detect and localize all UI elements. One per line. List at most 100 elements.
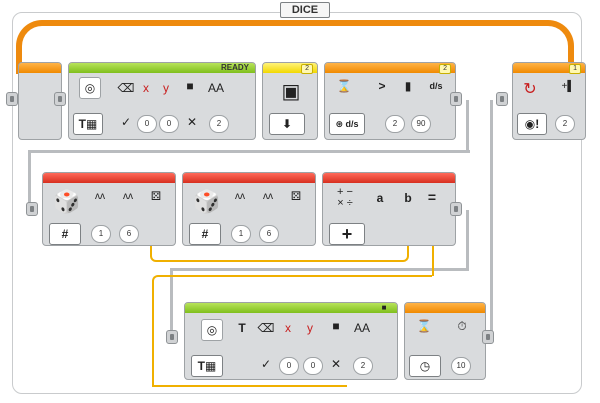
input-b-label: b (404, 191, 412, 205)
wait-time-block[interactable]: ⌛ ⏱ ◷ 10 (404, 302, 486, 380)
port-label[interactable]: 1 (569, 64, 581, 74)
block-color-bar (405, 303, 485, 313)
result-label: = (427, 189, 437, 205)
lower-bound-value[interactable]: 1 (231, 225, 251, 243)
y-coordinate-icon: y (307, 321, 313, 335)
random-block[interactable]: 🎲 ᴧᴧ ᴧᴧ ⚄ # 1 6 (42, 172, 176, 246)
x-value[interactable]: 0 (137, 115, 157, 133)
font-value[interactable]: 2 (209, 115, 229, 133)
y-coordinate-icon: y (163, 81, 169, 95)
block-color-bar (19, 63, 61, 73)
sequence-wire (490, 100, 493, 335)
data-wire (150, 246, 409, 262)
motor-reset-icon: ↻ (523, 81, 537, 98)
close-icon: ✕ (186, 115, 198, 129)
display-block[interactable]: ■ ◎ T▦ T ⌫ x y ■ AA ✓ 0 0 ✕ 2 (184, 302, 398, 380)
math-block[interactable]: + −× ÷ a b = + (322, 172, 456, 246)
dice-icon: 🎲 (193, 189, 221, 214)
sequence-connector[interactable] (482, 330, 494, 344)
sensor-mode-button[interactable]: ⊛ d/s (329, 113, 365, 135)
check-icon: ✓ (120, 115, 132, 129)
sequence-connector[interactable] (450, 202, 462, 216)
brick-button-icon: ▣ (281, 81, 301, 103)
motor-value[interactable]: 2 (555, 115, 575, 133)
unit-label: d/s (429, 81, 443, 91)
eraser-icon: ⌫ (117, 81, 135, 95)
port-label[interactable]: 2 (301, 64, 313, 74)
x-coordinate-icon: x (143, 81, 149, 95)
eraser-icon: ⌫ (257, 321, 275, 335)
block-color-bar (69, 63, 255, 73)
motor-mode-button[interactable]: ◉! (517, 113, 547, 135)
port-label[interactable]: 2 (439, 64, 451, 74)
threshold-value[interactable]: 90 (411, 115, 431, 133)
data-wire (152, 275, 432, 387)
lower-bound-icon: ᴧᴧ (95, 191, 105, 202)
add-mode-button[interactable]: + (329, 223, 365, 245)
math-operations-icon: + −× ÷ (337, 186, 353, 209)
text-grid-mode-button[interactable]: T▦ (73, 113, 103, 135)
time-mode-button[interactable]: ◷ (409, 355, 441, 377)
block-color-bar (185, 303, 397, 313)
sequence-wire (28, 150, 470, 153)
numeric-mode-button[interactable]: # (189, 223, 221, 245)
upper-bound-value[interactable]: 6 (259, 225, 279, 243)
sequence-connector[interactable] (26, 202, 38, 216)
display-block[interactable]: READY ◎ T▦ ⌫ x y ■ AA ✓ 0 0 ✕ 2 (68, 62, 256, 140)
sequence-connector[interactable] (450, 92, 462, 106)
sequence-connector[interactable] (54, 92, 66, 106)
upper-bound-value[interactable]: 6 (119, 225, 139, 243)
seconds-value[interactable]: 10 (451, 357, 471, 375)
text-grid-mode-button[interactable]: T▦ (191, 355, 223, 377)
y-value[interactable]: 0 (303, 357, 323, 375)
sensor-icon: ▮ (404, 79, 412, 93)
sequence-wire (170, 268, 469, 271)
sequence-wire (466, 100, 469, 152)
sequence-wire (170, 268, 173, 333)
sequence-wire (466, 210, 469, 270)
timer-icon: ⏱ (457, 319, 467, 333)
check-icon: ✓ (260, 357, 272, 371)
lower-bound-icon: ᴧᴧ (235, 191, 245, 202)
data-wire (430, 226, 434, 276)
text-mode-icon: T (238, 321, 246, 335)
compare-icon: > (378, 79, 386, 93)
motor-rotation-block[interactable]: 1 ↻ +▌ ◉! 2 (512, 62, 586, 140)
sequence-connector[interactable] (496, 92, 508, 106)
close-icon: ✕ (330, 357, 342, 371)
hourglass-icon: ⌛ (336, 79, 352, 93)
block-color-bar (183, 173, 315, 183)
data-wire (152, 383, 347, 387)
upper-bound-icon: ᴧᴧ (263, 191, 273, 202)
upper-bound-icon: ᴧᴧ (123, 191, 133, 202)
block-color-bar (43, 173, 175, 183)
font-value[interactable]: 2 (353, 357, 373, 375)
input-a-label: a (376, 191, 384, 205)
color-fill-icon: ■ (186, 79, 194, 93)
display-mode-label: READY (220, 63, 249, 72)
sequence-connector[interactable] (6, 92, 18, 106)
random-block[interactable]: 🎲 ᴧᴧ ᴧᴧ ⚄ # 1 6 (182, 172, 316, 246)
lower-bound-value[interactable]: 1 (91, 225, 111, 243)
loop-band (16, 20, 574, 74)
lock-icon: ■ (381, 303, 387, 312)
block-color-bar (263, 63, 317, 73)
color-fill-icon: ■ (332, 319, 340, 333)
compare-type-value[interactable]: 2 (385, 115, 405, 133)
x-value[interactable]: 0 (279, 357, 299, 375)
x-coordinate-icon: x (285, 321, 291, 335)
result-icon: ⚄ (290, 189, 302, 203)
brick-button-block[interactable]: 2 ▣ ⬇ (262, 62, 318, 140)
wait-sensor-block[interactable]: 2 ⌛ > ▮ d/s ⊛ d/s 2 90 (324, 62, 456, 140)
result-icon: ⚄ (150, 189, 162, 203)
loop-label[interactable]: DICE (280, 2, 330, 18)
sequence-connector[interactable] (166, 330, 178, 344)
brick-button-mode-button[interactable]: ⬇ (269, 113, 305, 135)
bars-icon: +▌ (561, 81, 575, 92)
numeric-mode-button[interactable]: # (49, 223, 81, 245)
font-size-icon: AA (207, 81, 224, 95)
sequence-wire (28, 150, 31, 210)
display-icon: ◎ (201, 319, 223, 341)
block-color-bar (325, 63, 455, 73)
y-value[interactable]: 0 (159, 115, 179, 133)
